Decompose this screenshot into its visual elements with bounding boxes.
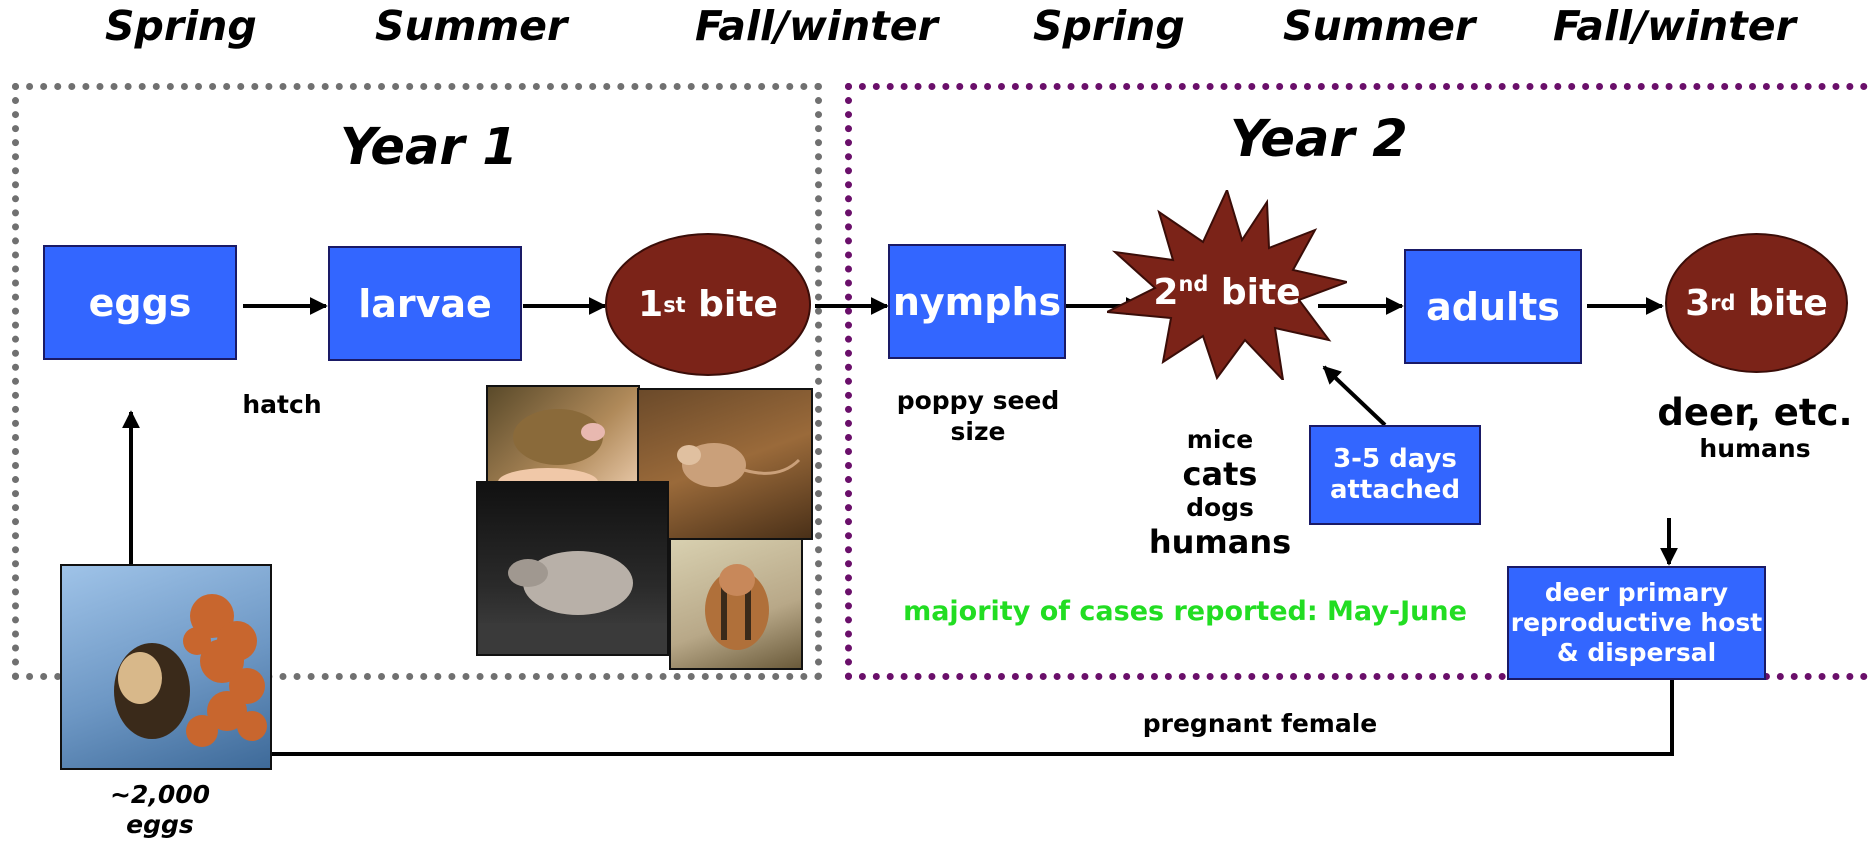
shrew-photo [476, 481, 669, 656]
host-humans: humans [1140, 524, 1300, 560]
egg-count-line2: eggs [60, 810, 260, 840]
nymph-size-label: poppy seed size [878, 385, 1078, 447]
host-dogs: dogs [1140, 492, 1300, 524]
first-bite-num: 1 [638, 284, 663, 325]
host-humans-3: humans [1650, 434, 1860, 464]
egg-count-line1: ~2,000 [60, 780, 260, 810]
second-bite-label: 2nd bite [1147, 272, 1307, 313]
host-mice: mice [1140, 424, 1300, 456]
pregnant-female-return-line [272, 680, 1672, 754]
deer-line3: & dispersal [1557, 638, 1716, 668]
second-bite-num: 2 [1153, 272, 1178, 313]
attached-box: 3-5 days attached [1309, 425, 1481, 525]
deer-line1: deer primary [1545, 578, 1728, 608]
egg-count-label: ~2,000 eggs [60, 780, 260, 840]
chipmunk-photo [669, 538, 803, 670]
third-bite-text: bite [1736, 283, 1828, 324]
attached-line2: attached [1330, 475, 1460, 506]
second-bite-text: bite [1208, 272, 1300, 313]
attached-line1: 3-5 days [1333, 444, 1457, 475]
eggs-box: eggs [43, 245, 237, 360]
adults-box: adults [1404, 249, 1582, 364]
nymph-size-line2: size [878, 416, 1078, 447]
second-bite-hosts: mice cats dogs humans [1140, 424, 1300, 560]
third-bite-hosts: deer, etc. humans [1650, 392, 1860, 464]
nymphs-box: nymphs [888, 244, 1066, 359]
host-deer-etc: deer, etc. [1650, 392, 1860, 434]
nymph-size-line1: poppy seed [878, 385, 1078, 416]
second-bite-sup: nd [1178, 272, 1208, 296]
hatch-label: hatch [222, 390, 342, 419]
majority-cases-label: majority of cases reported: May-June [900, 596, 1470, 627]
deer-line2: reproductive host [1511, 608, 1762, 638]
tick-with-eggs-photo [60, 564, 272, 770]
host-cats: cats [1140, 456, 1300, 492]
larvae-box: larvae [328, 246, 522, 361]
third-bite-num: 3 [1685, 283, 1710, 324]
deer-host-box: deer primary reproductive host & dispers… [1507, 566, 1766, 680]
pregnant-female-label: pregnant female [1110, 709, 1410, 738]
mouse-held-in-hand-photo [486, 385, 640, 491]
first-bite-text: bite [686, 284, 778, 325]
